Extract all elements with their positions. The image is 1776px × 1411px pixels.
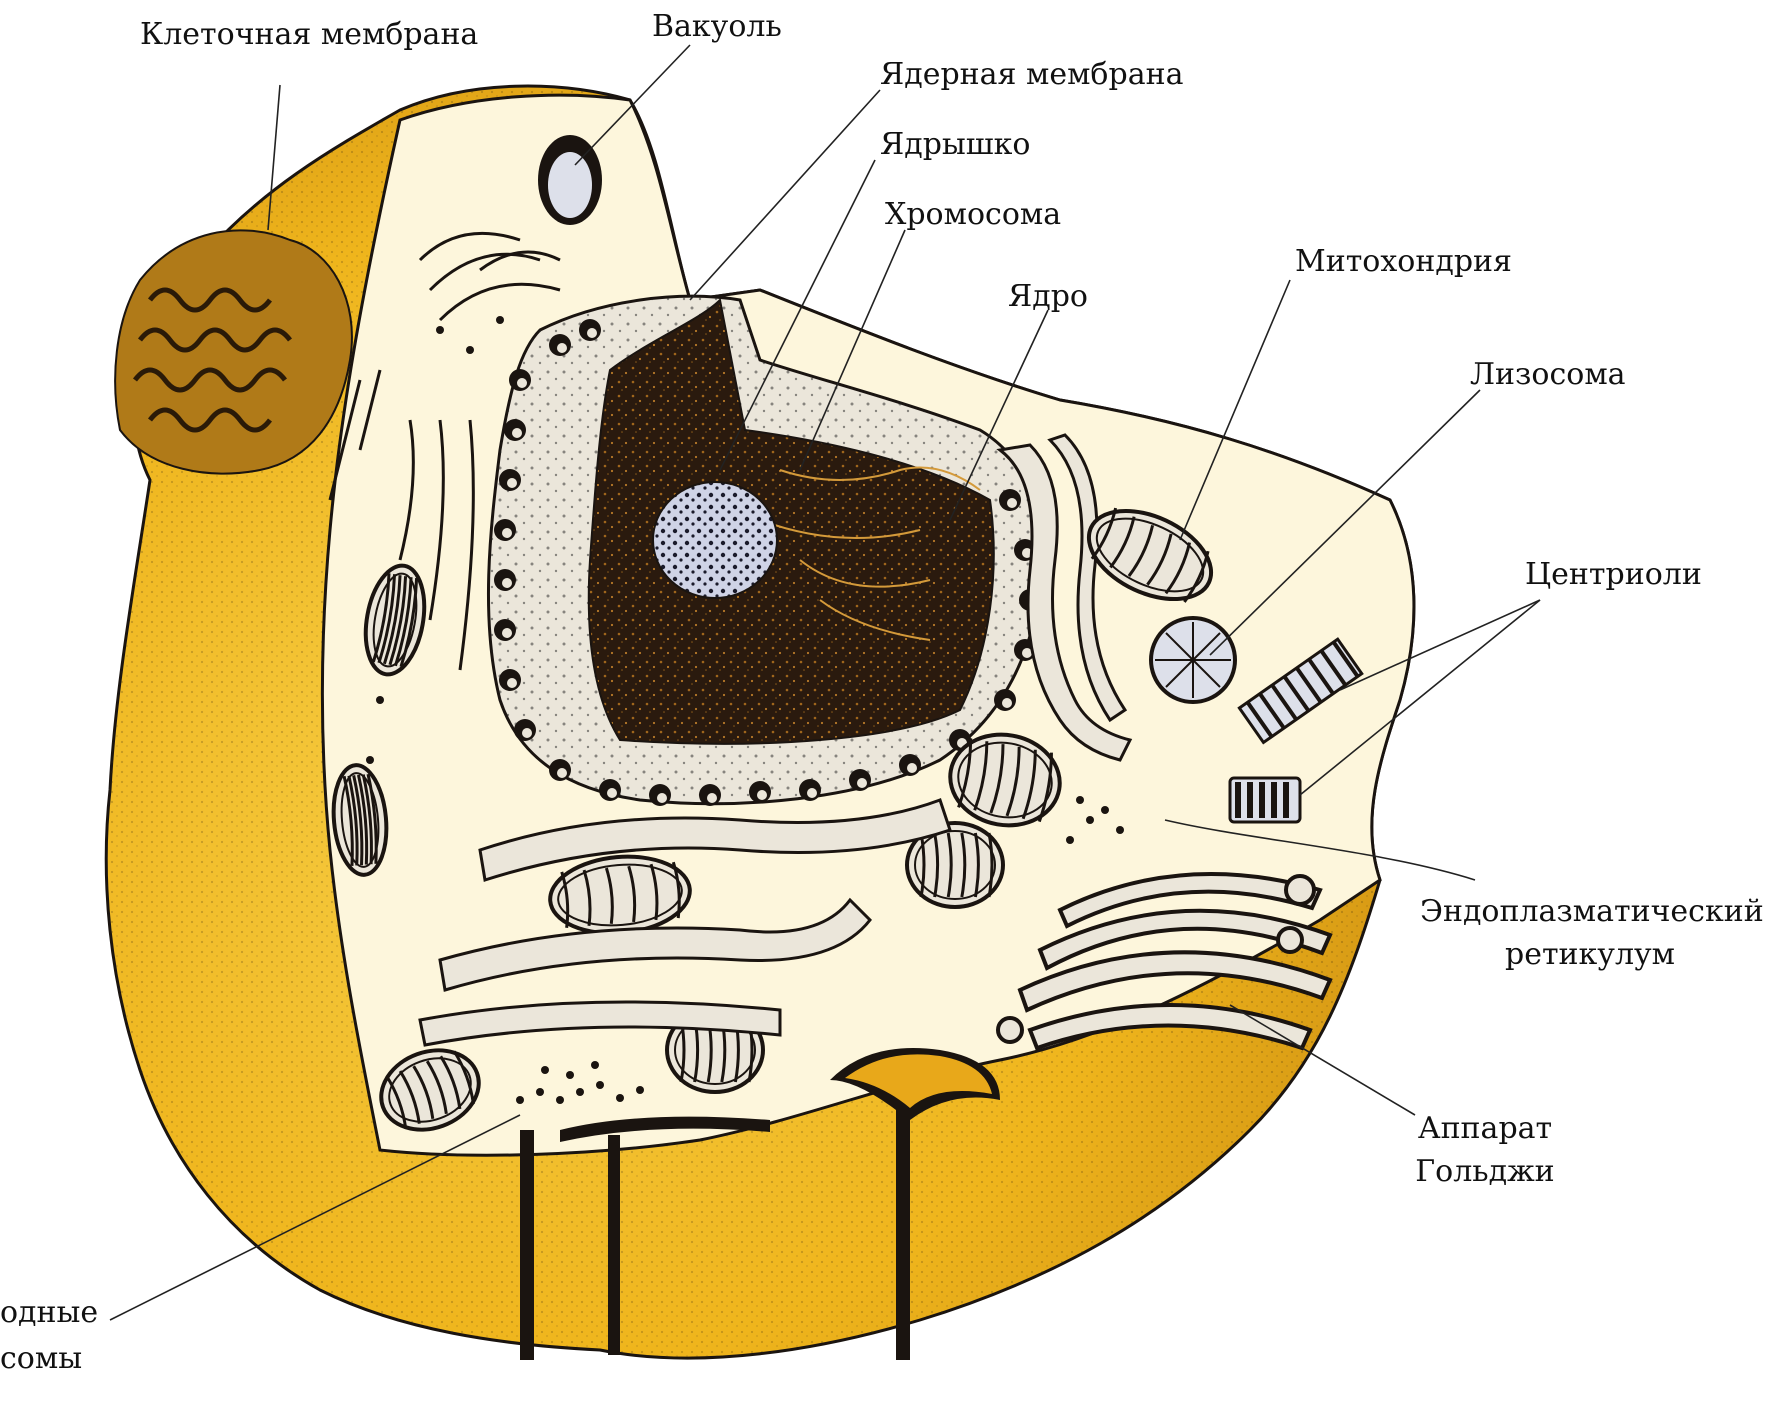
nuclear-pore-inner [507, 678, 517, 688]
nuclear-pore-inner [502, 578, 512, 588]
label-vacuole: Вакуоль [652, 10, 782, 44]
membrane-folded-surface [115, 230, 352, 473]
label-er-line2: ретикулум [1420, 938, 1760, 972]
nuclear-pore-inner [587, 328, 597, 338]
ribosome-dot [376, 696, 384, 704]
nuclear-pore-inner [707, 793, 717, 803]
ribosome-dot [556, 1096, 564, 1104]
ribosome-dot [636, 1086, 644, 1094]
ribosome-dot [516, 1096, 524, 1104]
nuclear-pore-inner [557, 343, 567, 353]
label-centrioles: Центриоли [1525, 558, 1702, 592]
label-nucleolus: Ядрышко [880, 128, 1030, 162]
ribosome-dot [1101, 806, 1109, 814]
ribosome-dot [436, 326, 444, 334]
vacuole [538, 135, 602, 225]
nuclear-pore-inner [502, 628, 512, 638]
nuclear-pore-inner [512, 428, 522, 438]
nuclear-pore-inner [1002, 698, 1012, 708]
ribosome-dot [541, 1066, 549, 1074]
ribosome-dot [1086, 816, 1094, 824]
ribosome-dot [591, 1061, 599, 1069]
nuclear-pore-inner [657, 793, 667, 803]
label-golgi-line2: Гольджи [1410, 1155, 1560, 1189]
ribosome-dot [1076, 796, 1084, 804]
ribosome-dot [366, 756, 374, 764]
ribosome-dot [536, 1088, 544, 1096]
nuclear-pore-inner [502, 528, 512, 538]
ribosome-dot [616, 1094, 624, 1102]
nuclear-pore-inner [557, 768, 567, 778]
nuclear-pore-inner [607, 788, 617, 798]
nuclear-pore-inner [757, 790, 767, 800]
nuclear-pore-inner [1007, 498, 1017, 508]
ribosome-dot [596, 1081, 604, 1089]
ribosome-dot [566, 1071, 574, 1079]
label-er-line1: Эндоплазматический [1420, 895, 1760, 929]
ribosome-dot [496, 316, 504, 324]
ribosome-dot [1116, 826, 1124, 834]
label-lysosome: Лизосома [1470, 358, 1626, 392]
nuclear-pore-inner [907, 763, 917, 773]
ribosome-dot [576, 1088, 584, 1096]
label-cell-membrane: Клеточная мембрана [140, 18, 478, 52]
nucleolus [653, 482, 777, 598]
label-free-ribosomes-line1: одные [0, 1296, 98, 1330]
label-golgi-line1: Аппарат [1410, 1112, 1560, 1146]
label-nuclear-membrane: Ядерная мембрана [880, 58, 1183, 92]
label-chromosome: Хромосома [885, 198, 1061, 232]
nuclear-pore-inner [517, 378, 527, 388]
lysosome [1151, 618, 1235, 702]
label-mitochondrion: Митохондрия [1295, 245, 1512, 279]
label-nucleus: Ядро [1008, 280, 1088, 314]
nuclear-pore-inner [807, 788, 817, 798]
nuclear-pore-inner [522, 728, 532, 738]
ribosome-dot [466, 346, 474, 354]
ribosome-dot [1066, 836, 1074, 844]
nuclear-pore-inner [507, 478, 517, 488]
nuclear-pore-inner [857, 778, 867, 788]
label-free-ribosomes-line2: сомы [0, 1342, 82, 1376]
